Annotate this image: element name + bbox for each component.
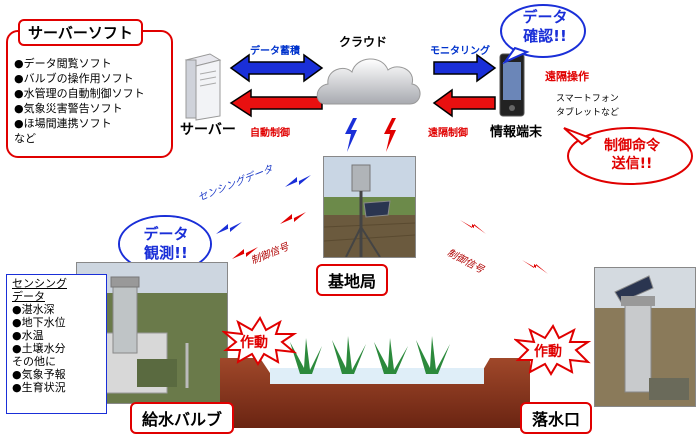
- list-item: ●土壌水分: [12, 342, 66, 355]
- speech-bubble-shape: [500, 4, 586, 64]
- list-item: ●湛水深: [12, 303, 55, 316]
- data-check-bubble-text: データ 確認!!: [522, 8, 568, 45]
- sensing-list-panel: [6, 274, 107, 414]
- paddy-field-illustration: [220, 336, 530, 428]
- data-observation-bubble-text: データ 観測!!: [143, 225, 189, 262]
- data-accumulate-label: データ蓄積: [250, 46, 300, 57]
- base-station-label: 基地局: [316, 264, 389, 296]
- list-item: ●生育状況: [12, 381, 66, 394]
- lightning-icon: [384, 118, 396, 152]
- list-item: ●水温: [12, 329, 44, 342]
- lightning-icon: [522, 260, 548, 274]
- water-supply-valve-label: 給水バルブ: [130, 402, 235, 434]
- list-item: ●気象予報: [12, 368, 66, 381]
- list-item: ●データ閲覧ソフト: [14, 57, 112, 70]
- list-item: など: [14, 132, 36, 145]
- info-terminal-label: 情報端末: [490, 125, 543, 140]
- lightning-icon: [216, 222, 242, 234]
- cloud-label: クラウド: [339, 35, 388, 49]
- lightning-icon: [285, 175, 311, 187]
- remote-control-left-label: 遠隔制御: [428, 128, 468, 139]
- lightning-icon: [345, 118, 357, 152]
- arrow-red-left-2: [432, 88, 496, 118]
- sensing-list-title: センシング データ: [12, 277, 67, 303]
- sensing-list: センシング データ ●湛水深 ●地下水位 ●水温 ●土壌水分 その他に ●気象予…: [12, 277, 104, 394]
- base-station-photo: [323, 156, 416, 258]
- server-label: サーバー: [180, 122, 236, 138]
- arrow-red-left: [229, 88, 323, 118]
- lightning-icon: [232, 247, 258, 259]
- sensing-data-label: センシングデータ: [196, 163, 275, 204]
- smartphone-note: スマートフォン タブレットなど: [556, 94, 620, 118]
- cloud-icon: [316, 58, 421, 105]
- action-left-label: 作動: [240, 335, 268, 351]
- speech-bubble-shape: [118, 215, 212, 304]
- arrow-blue-right: [433, 53, 497, 83]
- remote-operation-label: 遠隔操作: [545, 70, 589, 83]
- lightning-icon: [280, 212, 306, 224]
- action-right-label: 作動: [534, 344, 562, 360]
- server-icon: [184, 53, 222, 121]
- lightning-icon: [460, 220, 486, 234]
- action-burst-left-shape: [222, 316, 298, 366]
- list-item: ●ほ場間連携ソフト: [14, 117, 112, 130]
- sensing-other-title: その他に: [12, 355, 56, 368]
- list-item: ●気象災害警告ソフト: [14, 102, 123, 115]
- auto-control-label: 自動制御: [250, 128, 290, 139]
- drain-outlet-label: 落水口: [520, 402, 593, 434]
- control-signal-left-label: 制御信号: [249, 241, 291, 267]
- server-software-title: サーバーソフト: [18, 19, 143, 46]
- drain-outlet-photo: [594, 267, 696, 407]
- speech-bubble-shape: [563, 127, 693, 185]
- monitoring-label: モニタリング: [430, 46, 490, 57]
- server-software-list: ●データ閲覧ソフト ●バルブの操作用ソフト ●水管理の自動制御ソフト ●気象災害…: [14, 56, 169, 146]
- control-command-bubble-text: 制御命令 送信!!: [604, 138, 660, 172]
- double-arrow-blue-left: [229, 53, 324, 83]
- control-signal-right-label: 制御信号: [444, 247, 486, 277]
- action-burst-right-shape: [514, 324, 592, 376]
- list-item: ●地下水位: [12, 316, 66, 329]
- list-item: ●バルブの操作用ソフト: [14, 72, 134, 85]
- list-item: ●水管理の自動制御ソフト: [14, 87, 145, 100]
